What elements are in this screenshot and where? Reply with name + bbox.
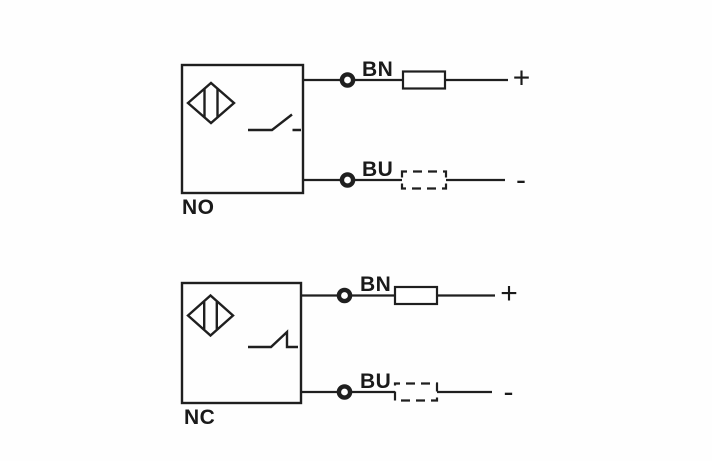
sensor-diamond — [186, 293, 235, 338]
wire-label-bn: BN — [360, 273, 391, 296]
diagram-nc: NC BN + BU - — [180, 273, 518, 429]
terminal-connector-icon — [339, 172, 356, 188]
wire-label-bn: BN — [362, 58, 393, 81]
wire-bu: BU - — [301, 370, 514, 409]
terminal-connector-icon — [336, 287, 353, 304]
polarity-negative: - — [516, 164, 526, 197]
polarity-negative: - — [504, 376, 514, 409]
terminal-connector-icon — [336, 384, 353, 400]
load-box-solid — [401, 70, 447, 90]
wire-label-bu: BU — [360, 370, 391, 393]
load-box-dashed — [400, 170, 448, 190]
diagram-no: NO BN + BU - — [180, 58, 530, 219]
polarity-positive: + — [500, 277, 518, 310]
normally-closed-contact-icon — [248, 329, 298, 349]
polarity-positive: + — [513, 62, 531, 95]
wire-label-bu: BU — [362, 158, 393, 181]
proximity-sensor-icon — [186, 81, 236, 125]
wire-bn: BN + — [301, 273, 518, 310]
load-box-solid — [393, 285, 439, 306]
normally-open-contact-icon — [248, 113, 301, 132]
wire-bu: BU - — [303, 158, 526, 197]
output-type-label: NC — [184, 406, 215, 429]
wire-bn: BN + — [303, 58, 530, 95]
proximity-sensor-icon — [186, 293, 235, 338]
sensor-body — [180, 63, 305, 195]
output-type-label: NO — [182, 196, 215, 219]
sensor-body — [180, 281, 303, 405]
load-box-dashed — [393, 382, 439, 402]
terminal-connector-icon — [339, 72, 356, 88]
sensor-diamond — [186, 81, 236, 125]
